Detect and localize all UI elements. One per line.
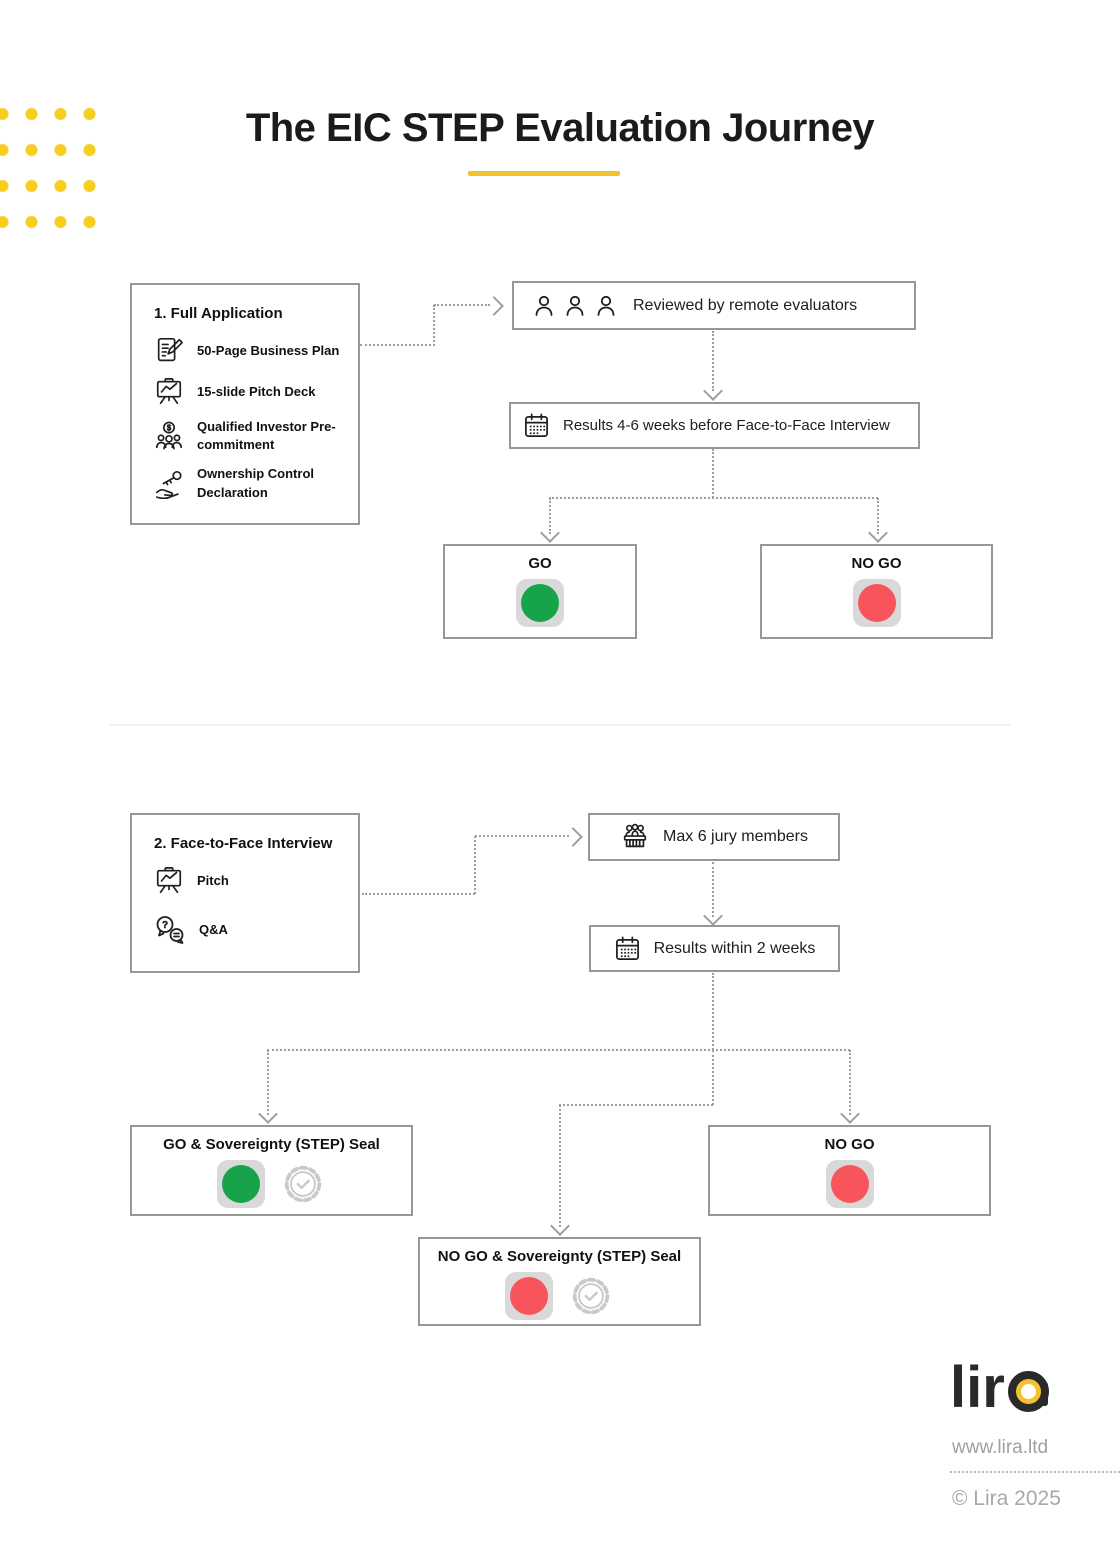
evaluators-icons <box>532 294 618 318</box>
website-url: www.lira.ltd <box>952 1437 1049 1458</box>
step2-item-label: Pitch <box>197 872 229 888</box>
reviewed-by-evaluators-box: Reviewed by remote evaluators <box>512 281 916 330</box>
status-tile <box>825 1160 874 1208</box>
step2-interview-box: 2. Face-to-Face Interview Pitch ? Q&A <box>130 813 360 973</box>
dotted-connector <box>474 836 476 894</box>
calendar-icon <box>615 936 639 960</box>
arrowhead-down <box>703 906 723 926</box>
copyright-text: © Lira 2025 <box>952 1487 1061 1510</box>
results-label: Results 4-6 weeks before Face-to-Face In… <box>563 417 890 434</box>
seal-check-icon <box>284 1165 322 1203</box>
dotted-connector <box>712 331 714 391</box>
outcome-go-box: GO <box>443 544 637 639</box>
dotted-connector <box>877 498 879 534</box>
go-dot <box>222 1165 260 1203</box>
list-item: 50-Page Business Plan <box>154 336 348 366</box>
review-label: Reviewed by remote evaluators <box>633 296 858 314</box>
nogo-dot <box>510 1277 548 1315</box>
logo-wordmark-text: lir <box>950 1355 1005 1420</box>
outcome-label: NO GO <box>851 555 902 572</box>
dotted-connector <box>559 1105 561 1227</box>
dollar-glyph: $ <box>167 424 172 433</box>
dotted-connector <box>712 973 714 1050</box>
seal-check-icon <box>572 1277 610 1315</box>
outcome-label: GO <box>528 555 552 572</box>
jury-panel-icon <box>623 823 647 848</box>
ownership-key-hand-icon <box>155 470 182 499</box>
arrowhead-right <box>484 296 504 316</box>
pitch-deck-icon <box>156 378 182 405</box>
title-underline <box>468 171 620 176</box>
dotted-connector <box>549 498 551 534</box>
decorative-dot-grid <box>0 96 104 240</box>
step1-full-application-box: 1. Full Application 50-Page Business Pla… <box>130 283 360 525</box>
person-icon <box>597 295 615 316</box>
pitch-deck-icon <box>156 867 182 894</box>
qa-bubbles-icon: ? <box>156 916 184 944</box>
dotted-connector <box>362 893 475 895</box>
status-tile <box>217 1160 265 1208</box>
dotted-connector <box>433 305 435 346</box>
investor-precommitment-icon: $ <box>155 421 183 450</box>
outcome-label: NO GO <box>824 1136 875 1153</box>
dotted-connector <box>360 344 435 346</box>
nogo-dot <box>857 584 896 622</box>
outcome-go-seal-box: GO & Sovereignty (STEP) Seal <box>130 1125 413 1216</box>
dotted-connector <box>267 1050 269 1115</box>
arrowhead-down <box>840 1104 860 1124</box>
step1-heading: 1. Full Application <box>154 305 283 322</box>
step1-item-label: Ownership Control Declaration <box>197 466 314 500</box>
list-item: 15-slide Pitch Deck <box>154 377 348 407</box>
jury-label: Max 6 jury members <box>663 828 808 845</box>
dotted-connector <box>475 835 569 837</box>
results-two-weeks-box: Results within 2 weeks <box>589 925 840 972</box>
calendar-icon <box>525 413 548 437</box>
footer-dotted-divider <box>950 1471 1120 1473</box>
jury-members-box: Max 6 jury members <box>588 813 840 861</box>
step2-heading: 2. Face-to-Face Interview <box>154 835 333 852</box>
arrowhead-down <box>868 523 888 543</box>
dotted-connector <box>712 449 714 498</box>
outcome-label: NO GO & Sovereignty (STEP) Seal <box>437 1248 682 1265</box>
outcome-nogo-box2: NO GO <box>708 1125 991 1216</box>
page-title: The EIC STEP Evaluation Journey <box>245 106 875 150</box>
step2-item-label: Q&A <box>199 921 228 937</box>
business-plan-icon <box>157 337 183 362</box>
go-dot <box>521 584 559 622</box>
status-tile <box>505 1272 553 1320</box>
nogo-dot <box>830 1165 869 1203</box>
arrowhead-right <box>563 827 583 847</box>
dotted-connector <box>434 304 490 306</box>
section-divider <box>110 724 1010 726</box>
list-item: $ Qualified Investor Pre-commitment <box>154 418 348 454</box>
status-tile <box>516 579 564 627</box>
arrowhead-down <box>550 1216 570 1236</box>
question-glyph: ? <box>162 920 168 931</box>
outcome-label: GO & Sovereignty (STEP) Seal <box>163 1136 380 1153</box>
list-item: Pitch <box>154 866 348 896</box>
person-icon <box>535 295 553 316</box>
dotted-connector <box>549 497 878 499</box>
logo-a-ring-icon <box>1007 1370 1049 1412</box>
dotted-connector <box>849 1050 851 1115</box>
list-item: ? Q&A <box>154 914 348 946</box>
results2-label: Results within 2 weeks <box>653 939 816 957</box>
status-tile <box>852 579 901 627</box>
results-timing-box: Results 4-6 weeks before Face-to-Face In… <box>509 402 920 449</box>
list-item: Ownership Control Declaration <box>154 465 348 501</box>
arrowhead-down <box>703 381 723 401</box>
outcome-nogo-seal-box: NO GO & Sovereignty (STEP) Seal <box>418 1237 701 1326</box>
dotted-connector <box>267 1049 850 1051</box>
outcome-nogo-box: NO GO <box>760 544 993 639</box>
dotted-connector <box>712 1050 714 1105</box>
step1-item-label: Qualified Investor Pre-commitment <box>197 419 336 453</box>
arrowhead-down <box>540 523 560 543</box>
dotted-connector <box>712 862 714 917</box>
person-icon <box>566 295 584 316</box>
step1-item-label: 15-slide Pitch Deck <box>197 383 316 399</box>
step1-item-label: 50-Page Business Plan <box>197 342 340 358</box>
dotted-connector <box>559 1104 713 1106</box>
arrowhead-down <box>258 1104 278 1124</box>
lira-logo: lir <box>950 1355 1049 1420</box>
